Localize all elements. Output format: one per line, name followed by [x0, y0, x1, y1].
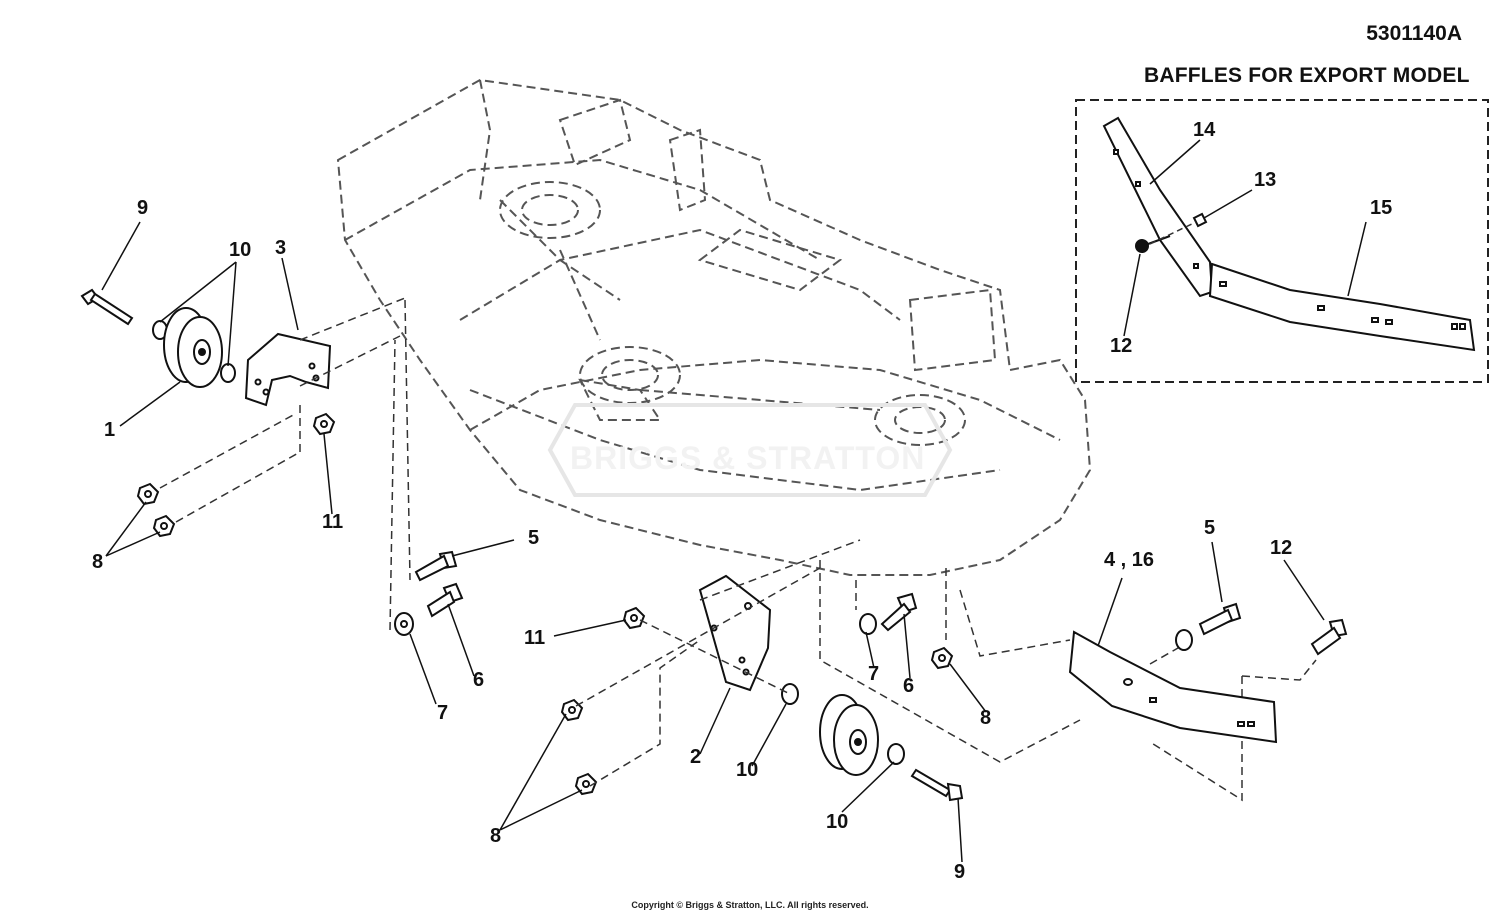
figure-id: 5301140A: [1366, 22, 1462, 45]
bracket-2: [698, 574, 772, 692]
callout-5-right: 5: [1204, 517, 1216, 539]
callout-7-mid: 7: [437, 702, 449, 724]
left-caster-assembly: [80, 288, 336, 538]
watermark-text: BRIGGS & STRATTON: [570, 440, 926, 476]
callout-3: 3: [275, 237, 287, 259]
callout-10-top: 10: [229, 239, 252, 261]
inset-lines: [1149, 221, 1197, 245]
callout-5-mid: 5: [528, 527, 540, 549]
callout-1: 1: [104, 419, 116, 441]
bolt-5-right: [1198, 602, 1242, 636]
washer-7-right: [859, 613, 877, 635]
callout-6-right: 6: [903, 675, 915, 697]
locknut-8-left-a: [136, 482, 160, 506]
left-assembly-lines: [159, 297, 411, 631]
leader-lines: [101, 139, 1367, 863]
locknut-8-right: [930, 646, 954, 670]
bolt-6-mid: [426, 582, 464, 618]
callout-7-right: 7: [868, 663, 880, 685]
callout-14: 14: [1193, 119, 1216, 141]
washer-10-bottom: [887, 743, 905, 765]
bolt-6-right: [880, 592, 918, 632]
callout-2: 2: [690, 746, 702, 768]
bolt-9-bottom: [910, 768, 964, 802]
center-assembly-lines: [575, 539, 1317, 802]
baffle-14: [1102, 116, 1214, 298]
inset-title: BAFFLES FOR EXPORT MODEL: [1144, 64, 1470, 87]
callout-12-right: 12: [1270, 537, 1293, 559]
export-baffle-inset-border: [1075, 99, 1489, 383]
locknut-8-bottom-b: [574, 772, 598, 796]
washer-right: [1175, 629, 1193, 651]
callout-11-left: 11: [322, 511, 344, 533]
callout-12-inset: 12: [1110, 335, 1133, 357]
locknut-11-mid: [622, 606, 646, 630]
bracket-3: [244, 332, 332, 407]
mower-deck-outline: [336, 78, 1092, 576]
callout-6-mid: 6: [473, 669, 485, 691]
callout-8-bottom: 8: [490, 825, 502, 847]
washer-10-mid: [781, 683, 799, 705]
washer-10-left-b: [220, 363, 236, 383]
locknut-8-left-b: [152, 514, 176, 538]
bolt-12-right: [1310, 618, 1348, 656]
nut-13: [1192, 212, 1208, 228]
callout-9-bottom: 9: [954, 861, 966, 883]
callout-10-mid: 10: [736, 759, 759, 781]
bolt-9-left: [80, 288, 134, 326]
callout-15: 15: [1370, 197, 1393, 219]
export-baffle-inset: [1102, 116, 1476, 352]
callout-8-left: 8: [92, 551, 104, 573]
callout-13: 13: [1254, 169, 1277, 191]
callout-4-16: 4 , 16: [1104, 549, 1155, 571]
bolt-5-mid: [414, 550, 458, 582]
center-hardware: [394, 550, 964, 802]
wheel-1-left: [163, 307, 223, 388]
locknut-11-left: [312, 412, 336, 436]
watermark-hexagon: [547, 403, 953, 497]
callout-10-bottom: 10: [826, 811, 849, 833]
callout-11-mid: 11: [524, 627, 546, 649]
callout-9-top: 9: [137, 197, 149, 219]
copyright-notice: Copyright © Briggs & Stratton, LLC. All …: [631, 900, 869, 910]
callout-8-right: 8: [980, 707, 992, 729]
baffle-4-16: [1068, 602, 1348, 744]
baffle-15: [1208, 262, 1476, 352]
wheel-1-right: [819, 694, 879, 776]
